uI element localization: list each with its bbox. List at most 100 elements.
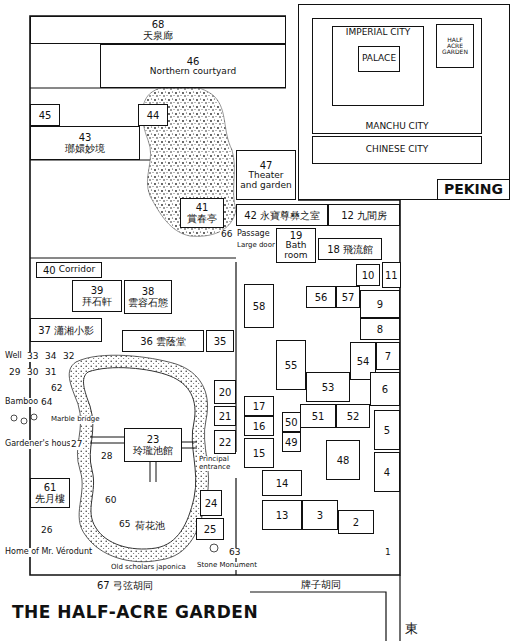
room-number: 35 bbox=[214, 336, 227, 347]
room-box: 51 bbox=[300, 404, 336, 428]
room-number: 14 bbox=[276, 478, 289, 489]
room-box: 36雲蔭堂 bbox=[122, 330, 204, 352]
room-box: 25 bbox=[196, 518, 224, 540]
room-box: 43瑯嬛妙境 bbox=[30, 126, 140, 160]
callout-number: 62 bbox=[50, 384, 63, 394]
room-number: 42 bbox=[244, 210, 257, 221]
room-number: 13 bbox=[276, 510, 289, 521]
map-title: THE HALF-ACRE GARDEN bbox=[12, 602, 258, 622]
room-box: 48 bbox=[326, 440, 360, 480]
room-box: 61先月樓 bbox=[30, 478, 70, 508]
streets bbox=[250, 575, 400, 641]
room-box: 3 bbox=[302, 500, 338, 530]
map-label: 東 bbox=[404, 622, 419, 636]
callout-number: 34 bbox=[44, 352, 57, 362]
city-name: CHINESE CITY bbox=[366, 145, 428, 155]
room-number: 9 bbox=[377, 299, 383, 310]
map-label: Principal entrance bbox=[198, 456, 238, 471]
city-name: IMPERIAL CITY bbox=[346, 28, 410, 38]
room-number: 50 bbox=[285, 417, 298, 428]
room-name: 瑯嬛妙境 bbox=[65, 143, 105, 154]
city-name: MANCHU CITY bbox=[365, 122, 428, 132]
room-number: 52 bbox=[347, 411, 360, 422]
room-box: 46Northern courtyard bbox=[100, 44, 286, 88]
room-number: 47 bbox=[260, 160, 273, 171]
room-box: 52 bbox=[336, 404, 370, 428]
room-number: 25 bbox=[204, 524, 217, 535]
city-map-box: IMPERIAL CITY PALACE bbox=[332, 26, 424, 106]
map-label: 牌子胡同 bbox=[300, 579, 342, 590]
room-box: 56 bbox=[306, 286, 336, 308]
room-box: 40Corridor bbox=[36, 262, 102, 278]
room-number: 4 bbox=[384, 467, 390, 478]
room-number: 16 bbox=[253, 421, 266, 432]
room-box: 6 bbox=[370, 372, 400, 406]
room-box: 37瀟湘小影 bbox=[30, 318, 102, 342]
map-label: Marble bridge bbox=[50, 416, 101, 424]
room-name: 拜石軒 bbox=[82, 296, 112, 307]
room-name: Bath room bbox=[279, 241, 313, 261]
room-number: 11 bbox=[385, 270, 398, 281]
room-number: 6 bbox=[382, 384, 388, 395]
room-number: 23 bbox=[147, 434, 160, 445]
room-box: 57 bbox=[336, 286, 360, 308]
room-box: 68天泉廊 bbox=[30, 16, 286, 44]
room-number: 12 bbox=[341, 210, 354, 221]
room-number: 46 bbox=[187, 56, 200, 67]
room-number: 61 bbox=[44, 482, 57, 493]
room-name: 永寶尊彝之室 bbox=[260, 210, 320, 221]
callout-number: 33 bbox=[26, 352, 39, 362]
room-number: 53 bbox=[322, 382, 335, 393]
city-map-box: CHINESE CITY bbox=[312, 136, 482, 164]
room-box: 21 bbox=[214, 406, 236, 426]
room-name: 飛流館 bbox=[343, 244, 373, 255]
room-number: 49 bbox=[285, 437, 298, 448]
room-number: 10 bbox=[362, 270, 375, 281]
map-label: Passage bbox=[236, 230, 271, 239]
room-box: 14 bbox=[262, 470, 302, 496]
city-name: PALACE bbox=[362, 54, 396, 64]
room-box: 24 bbox=[200, 490, 222, 516]
callout-number: 65 bbox=[118, 520, 131, 530]
room-number: 58 bbox=[253, 301, 266, 312]
room-box: 38雲容石態 bbox=[124, 280, 172, 314]
map-label: 荷花池 bbox=[134, 520, 166, 531]
room-box: 10 bbox=[356, 264, 380, 286]
room-number: 56 bbox=[315, 292, 328, 303]
room-number: 54 bbox=[357, 356, 370, 367]
map-label: Large door bbox=[236, 242, 276, 250]
room-box: 20 bbox=[214, 380, 236, 404]
callout-number: 63 bbox=[228, 548, 241, 558]
map-heading: PEKING bbox=[437, 179, 509, 199]
pond-water bbox=[84, 368, 196, 549]
room-number: 41 bbox=[196, 202, 209, 213]
room-number: 57 bbox=[342, 292, 355, 303]
room-box: 16 bbox=[244, 416, 274, 436]
callout-number: 60 bbox=[104, 496, 117, 506]
room-number: 68 bbox=[152, 19, 165, 30]
room-number: 38 bbox=[142, 286, 155, 297]
room-box: 53 bbox=[306, 372, 350, 402]
room-number: 15 bbox=[253, 448, 266, 459]
room-name: 瀟湘小影 bbox=[54, 325, 94, 336]
room-number: 3 bbox=[317, 510, 323, 521]
callout-number: 67 bbox=[96, 580, 111, 591]
trees bbox=[11, 414, 218, 552]
room-number: 8 bbox=[377, 324, 383, 335]
callout-number: 27 bbox=[70, 440, 83, 450]
map-label: Old scholars japonica bbox=[110, 564, 187, 572]
room-number: 48 bbox=[337, 455, 350, 466]
callout-number: 28 bbox=[100, 452, 113, 462]
room-box: 17 bbox=[244, 396, 274, 416]
room-number: 5 bbox=[384, 425, 390, 436]
city-map-box: PEKINGMANCHU CITYIMPERIAL CITYPALACEHALF… bbox=[298, 4, 510, 200]
room-name: 先月樓 bbox=[35, 493, 65, 504]
room-name: 雲容石態 bbox=[128, 297, 168, 308]
room-box: 50 bbox=[282, 412, 301, 432]
room-box: 4 bbox=[374, 452, 400, 492]
room-box: 49 bbox=[282, 432, 301, 452]
room-number: 51 bbox=[312, 411, 325, 422]
room-number: 22 bbox=[219, 437, 232, 448]
room-box: 35 bbox=[206, 330, 234, 352]
